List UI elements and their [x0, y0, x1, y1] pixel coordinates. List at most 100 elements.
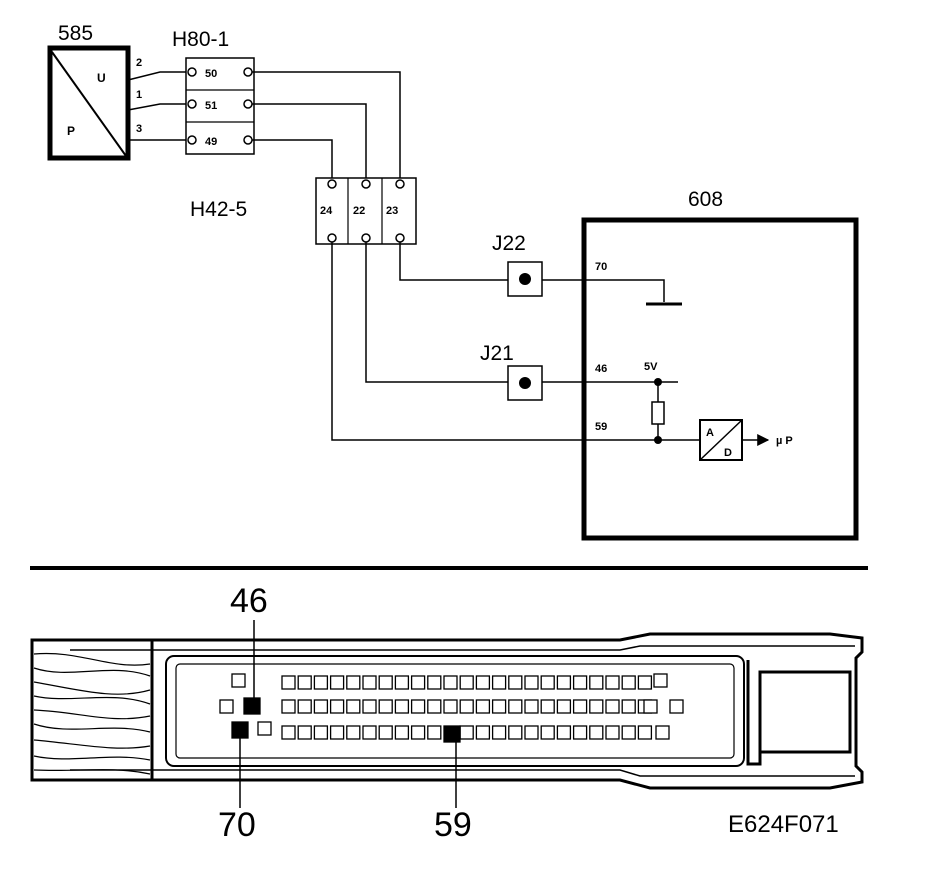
sensor-p-label: P — [67, 124, 75, 138]
connector-pin — [556, 725, 572, 740]
connector-pin — [491, 725, 507, 740]
adc-a-label: A — [706, 427, 714, 439]
connector-h80-1: H80-1 50 51 49 — [172, 28, 255, 155]
connector-pin — [313, 675, 329, 690]
connector-pin — [589, 675, 604, 690]
h80-pin-left — [187, 67, 197, 77]
connector-pin — [621, 725, 636, 740]
wire-22-to-46 — [365, 242, 678, 383]
h80-id-label: H80-1 — [172, 28, 229, 51]
connector-pin — [362, 699, 377, 714]
connector-pin — [572, 675, 588, 690]
ecu-connector-view: 46 70 59 — [30, 582, 864, 844]
connector-pin — [427, 699, 442, 714]
connector-pin — [346, 675, 361, 690]
h42-pin-bottom — [361, 233, 371, 243]
h80-pin-left — [187, 99, 197, 109]
connector-pin-highlighted — [443, 725, 461, 743]
connector-pin — [475, 675, 491, 690]
connector-pin — [524, 699, 539, 714]
connector-pin — [621, 699, 636, 714]
h80-pin-50: 50 — [205, 68, 217, 80]
connector-pin — [378, 725, 393, 740]
connector-pin — [637, 725, 653, 740]
connector-pin — [329, 725, 345, 740]
connector-pin — [643, 699, 658, 714]
connector-pin — [540, 699, 555, 714]
h42-pin-bottom — [327, 233, 337, 243]
wire-24-to-59 — [331, 242, 700, 441]
connector-pin — [605, 699, 620, 714]
junction-j21: J21 — [480, 342, 543, 401]
sensor-pin-3: 3 — [136, 123, 142, 135]
h42-pin-top — [361, 179, 371, 189]
connector-pin — [257, 721, 272, 736]
connector-pin — [346, 699, 361, 714]
h80-pin-right — [243, 135, 253, 145]
connector-pin — [605, 675, 620, 690]
housing-outline — [152, 632, 864, 790]
connector-pin — [329, 699, 345, 714]
sensor-u-label: U — [97, 71, 106, 85]
connector-pin — [653, 673, 668, 688]
connector-pin — [378, 699, 393, 714]
connector-pin — [589, 725, 604, 740]
connector-pin — [508, 725, 523, 740]
sensor-id-label: 585 — [58, 22, 93, 45]
j21-dot — [519, 377, 531, 389]
connector-pin — [572, 725, 588, 740]
j22-dot — [519, 273, 531, 285]
connector-pin — [459, 699, 474, 714]
callout-70: 70 — [218, 806, 256, 844]
wire-pin2 — [127, 71, 186, 81]
micro-label: µ P — [776, 435, 793, 447]
connector-pin — [281, 699, 296, 714]
h42-id-label: H42-5 — [190, 198, 247, 221]
connector-pin — [524, 725, 539, 740]
connector-pin — [410, 675, 426, 690]
h42-pin-top — [327, 179, 337, 189]
connector-pin-highlighted — [231, 721, 249, 739]
wire-50-to-23 — [252, 71, 401, 180]
callout-46: 46 — [230, 582, 268, 620]
pullup-resistor — [651, 401, 665, 425]
connector-pin — [556, 675, 572, 690]
connector-pin — [313, 699, 329, 714]
connector-pin — [231, 673, 246, 688]
supply-label: 5V — [644, 361, 658, 373]
harness-exit — [30, 638, 154, 782]
connector-pin — [427, 675, 442, 690]
h42-pin-top — [395, 179, 405, 189]
connector-pin — [362, 725, 377, 740]
sensor-pin-2: 2 — [136, 57, 142, 69]
connector-pin — [508, 675, 523, 690]
connector-pin — [394, 699, 410, 714]
junction-j22: J22 — [492, 232, 543, 297]
connector-pin — [540, 675, 555, 690]
connector-pin — [378, 675, 393, 690]
connector-pin-highlighted — [243, 697, 261, 715]
connector-pin — [669, 699, 684, 714]
connector-pin — [394, 675, 410, 690]
connector-pin — [475, 699, 491, 714]
adc-d-label: D — [724, 447, 732, 459]
connector-pin — [219, 699, 234, 714]
ecu-pin-59: 59 — [595, 421, 607, 433]
sensor-pin-1: 1 — [136, 89, 142, 101]
h80-pin-49: 49 — [205, 136, 217, 148]
pin-grid — [219, 673, 684, 743]
control-unit-608: 608 70 46 59 5V A D µ P — [581, 188, 859, 541]
ecu-pin-46: 46 — [595, 363, 607, 375]
connector-pin — [572, 699, 588, 714]
ecu-id-label: 608 — [688, 188, 723, 211]
connector-pin — [313, 725, 329, 740]
connector-pin — [297, 699, 312, 714]
connector-pin — [346, 725, 361, 740]
connector-pin — [508, 699, 523, 714]
h80-pin-left — [187, 135, 197, 145]
connector-pin — [362, 675, 377, 690]
connector-pin — [475, 725, 491, 740]
connector-pin — [621, 675, 636, 690]
